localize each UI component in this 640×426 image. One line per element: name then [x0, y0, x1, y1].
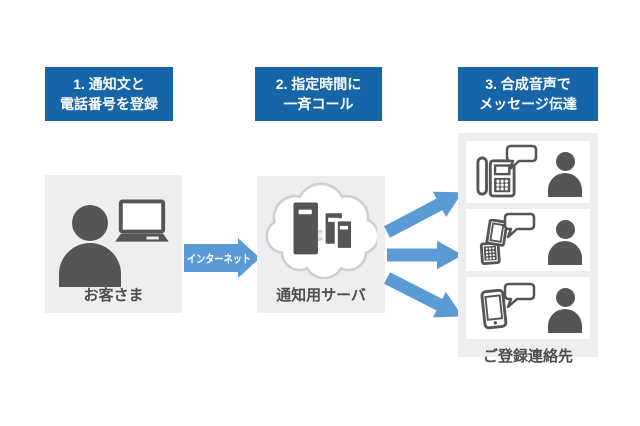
contacts-panel: ご登録連絡先 — [458, 133, 598, 365]
cloud-icon — [265, 182, 377, 279]
person-icon — [548, 152, 582, 197]
server-panel: 通知用サーバ — [257, 176, 385, 313]
person-icon — [548, 288, 582, 333]
internet-arrow: インターネット — [184, 238, 260, 278]
internet-arrow-label: インターネット — [187, 253, 251, 266]
speech-bubble-icon — [503, 282, 536, 309]
contact-row-feature-phone — [466, 209, 590, 271]
contacts-label: ご登録連絡先 — [482, 348, 573, 365]
person-body — [59, 243, 121, 287]
contact-row-landline — [466, 141, 590, 203]
contact-row-smartphone — [466, 277, 590, 339]
fan-arrows — [384, 191, 463, 318]
speech-bubble-icon — [505, 144, 538, 171]
step-1-line1: 1. 通知文と — [73, 76, 145, 92]
step-1-box: 1. 通知文と 電話番号を登録 — [45, 67, 173, 121]
server-label: 通知用サーバ — [276, 287, 366, 304]
step-2-line1: 2. 指定時間に — [275, 76, 362, 92]
step-1-line2: 電話番号を登録 — [60, 96, 158, 112]
step-3-line2: メッセージ伝達 — [479, 96, 577, 112]
speech-bubble-icon — [503, 212, 536, 239]
smartphone-icon — [480, 289, 508, 330]
server-towers-icon — [293, 202, 355, 255]
person-icon — [59, 205, 121, 287]
person-icon — [548, 220, 582, 265]
step-2-line2: 一斉コール — [283, 96, 354, 112]
internet-arrow-shape — [184, 238, 260, 278]
person-head — [72, 205, 108, 241]
step-3-box: 3. 合成音声で メッセージ伝達 — [458, 67, 598, 121]
fan-arrow-top — [384, 191, 463, 238]
customer-panel: お客さま — [45, 175, 182, 313]
fan-arrow-bottom — [384, 272, 463, 318]
step-2-box: 2. 指定時間に 一斉コール — [255, 67, 382, 121]
customer-label: お客さま — [83, 287, 144, 304]
laptop-icon — [115, 199, 169, 242]
landline-phone-icon — [476, 156, 516, 198]
feature-phone-icon — [479, 219, 509, 265]
step-3-line1: 3. 合成音声で — [485, 76, 571, 92]
